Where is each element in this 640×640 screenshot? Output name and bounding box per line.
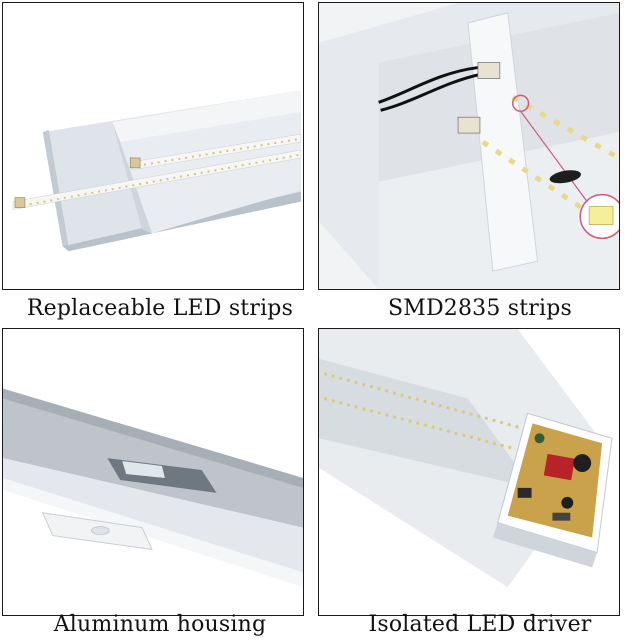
led-strip-lower	[12, 149, 302, 210]
photo-smd2835-strips	[318, 2, 620, 290]
caption-replaceable-led-strips: Replaceable LED strips	[26, 296, 294, 321]
photo-aluminum-housing	[2, 328, 304, 616]
caption-aluminum-housing: Aluminum housing	[53, 612, 267, 637]
smd-led-rows	[481, 95, 619, 234]
photo-isolated-led-driver	[318, 328, 620, 616]
led-driver-board	[507, 423, 603, 538]
caption-smd2835-strips: SMD2835 strips	[387, 296, 573, 321]
photo-replaceable-led-strips	[2, 2, 304, 290]
led-strips-driver-view	[323, 372, 524, 450]
caption-isolated-led-driver: Isolated LED driver	[368, 612, 592, 637]
